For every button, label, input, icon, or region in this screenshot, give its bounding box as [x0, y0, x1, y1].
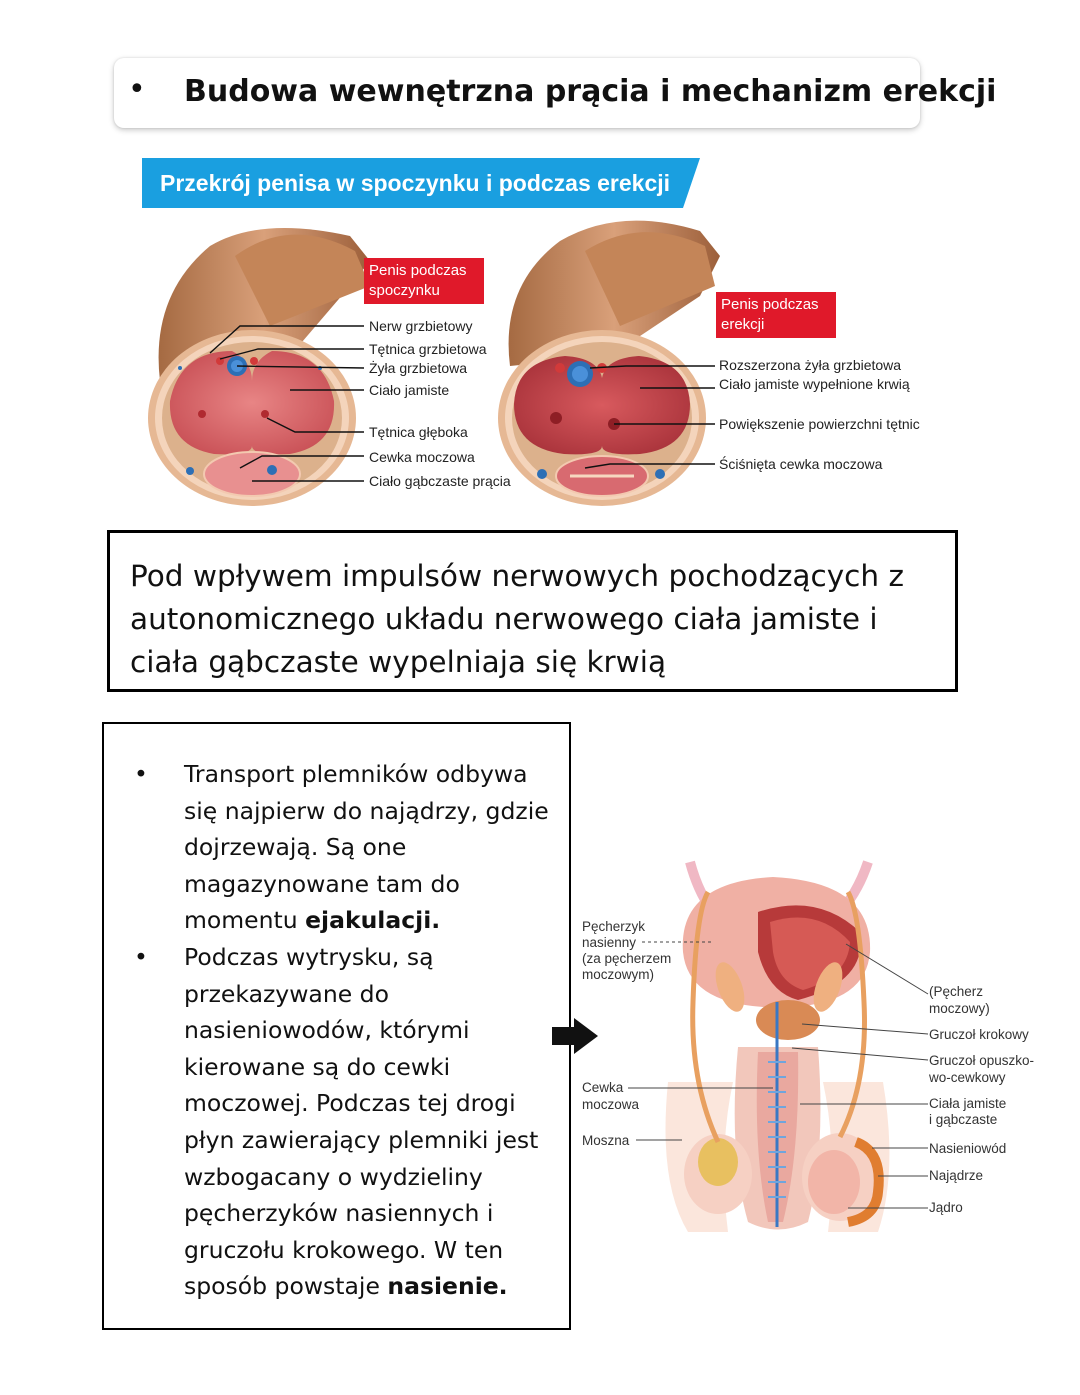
erect-label-compressed-urethra: Ściśnięta cewka moczowa: [719, 455, 883, 472]
bullet-dot: •: [134, 942, 148, 971]
erect-label-arteries: Powiększenie powierzchni tętnic: [719, 416, 920, 432]
penis-erect-illustration: [498, 220, 720, 506]
penis-cross-section-figure: Przekrój penisa w spoczynku i podczas er…: [142, 158, 920, 506]
erection-mechanism-box: Pod wpływem impulsów nerwowych pochodząc…: [107, 530, 958, 692]
label-epididymis: Najądrze: [929, 1168, 983, 1183]
rest-label-dorsal-artery: Tętnica grzbietowa: [369, 341, 487, 357]
penis-rest-illustration: [148, 228, 370, 506]
rest-leader-lines: [209, 325, 365, 482]
line: się najpierw do najądrzy, gdzie: [184, 796, 549, 825]
line: magazynowane tam do: [184, 869, 460, 898]
label-corpora: Ciała jamiste i gąbczaste: [929, 1096, 1010, 1127]
line: gruczołu krokowego. W ten: [184, 1235, 504, 1264]
rest-label-deep-artery: Tętnica głęboka: [369, 424, 468, 440]
label-bladder: (Pęcherz moczowy): [929, 984, 990, 1016]
line: przekazywane do: [184, 979, 389, 1008]
label-prostate: Gruczoł krokowy: [929, 1027, 1029, 1042]
line: Podczas wytrysku, są: [184, 942, 434, 971]
figure-banner-text: Przekrój penisa w spoczynku i podczas er…: [160, 170, 670, 196]
list-item: • Podczas wytrysku, są przekazywane do n…: [134, 939, 574, 1305]
sperm-transport-list: • Transport plemników odbywa się najpier…: [134, 756, 574, 1305]
rest-tag-line1: Penis podczas: [369, 262, 467, 279]
label-bulbourethral: Gruczoł opuszko- wo-cewkowy: [928, 1053, 1038, 1085]
erect-label-dilated-vein: Rozszerzona żyła grzbietowa: [719, 357, 901, 373]
rest-label-urethra: Cewka moczowa: [369, 449, 475, 465]
line: sposób powstaje: [184, 1272, 388, 1301]
rest-label-corpus-cavernosum: Ciało jamiste: [369, 382, 449, 398]
label-vas-deferens: Nasieniowód: [929, 1141, 1006, 1156]
rest-tag: [364, 258, 484, 304]
line: nasieniowodów, którymi: [184, 1016, 470, 1045]
anatomy-leader-lines: [628, 941, 929, 1209]
erect-label-filled-cavernosum: Ciało jamiste wypełnione krwią: [719, 376, 910, 392]
line: Transport plemników odbywa: [184, 760, 528, 788]
line: pęcherzyków nasiennych i: [184, 1199, 494, 1228]
label-seminal-vesicle: Pęcherzyk nasienny (za pęcherzem moczowy…: [582, 919, 675, 982]
figure-banner: [142, 158, 700, 208]
anatomy-illustration: [665, 860, 890, 1232]
page-title: Budowa wewnętrzna prącia i mechanizm ere…: [184, 74, 997, 109]
line: kierowane są do cewki: [184, 1052, 451, 1081]
line: dojrzewają. Są one: [184, 833, 407, 862]
sperm-transport-box: • Transport plemników odbywa się najpier…: [102, 722, 571, 1330]
erect-tag: [716, 292, 836, 338]
list-item: • Transport plemników odbywa się najpier…: [134, 756, 574, 939]
erect-tag-line1: Penis podczas: [721, 296, 819, 313]
rest-tag-line2: spoczynku: [369, 282, 440, 299]
label-scrotum: Moszna: [582, 1133, 630, 1148]
rest-label-corpus-spongiosum: Ciało gąbczaste prącia: [369, 473, 511, 489]
rest-label-dorsal-nerve: Nerw grzbietowy: [369, 318, 472, 334]
erect-leader-lines: [584, 365, 715, 469]
title-bullet: •: [128, 72, 146, 107]
label-testis: Jądro: [929, 1200, 963, 1215]
keyword-semen: nasienie.: [387, 1272, 508, 1301]
right-arrow-icon: [552, 1018, 598, 1054]
line: moczowej. Podczas tej drogi: [184, 1089, 516, 1118]
line: momentu: [184, 906, 306, 935]
erection-mechanism-text: Pod wpływem impulsów nerwowych pochodząc…: [130, 559, 904, 679]
label-urethra: Cewka moczowa: [582, 1080, 640, 1112]
title-card: • Budowa wewnętrzna prącia i mechanizm e…: [114, 58, 996, 128]
rest-label-dorsal-vein: Żyła grzbietowa: [369, 359, 467, 376]
line: płyn zawierający plemniki jest: [184, 1125, 539, 1154]
keyword-ejaculation: ejakulacji.: [305, 906, 441, 935]
bullet-dot: •: [134, 760, 148, 788]
erect-tag-line2: erekcji: [721, 316, 764, 333]
line: wzbogacany o wydzieliny: [184, 1162, 483, 1191]
reproductive-anatomy-figure: Pęcherzyk nasienny (za pęcherzem moczowy…: [582, 860, 1038, 1232]
